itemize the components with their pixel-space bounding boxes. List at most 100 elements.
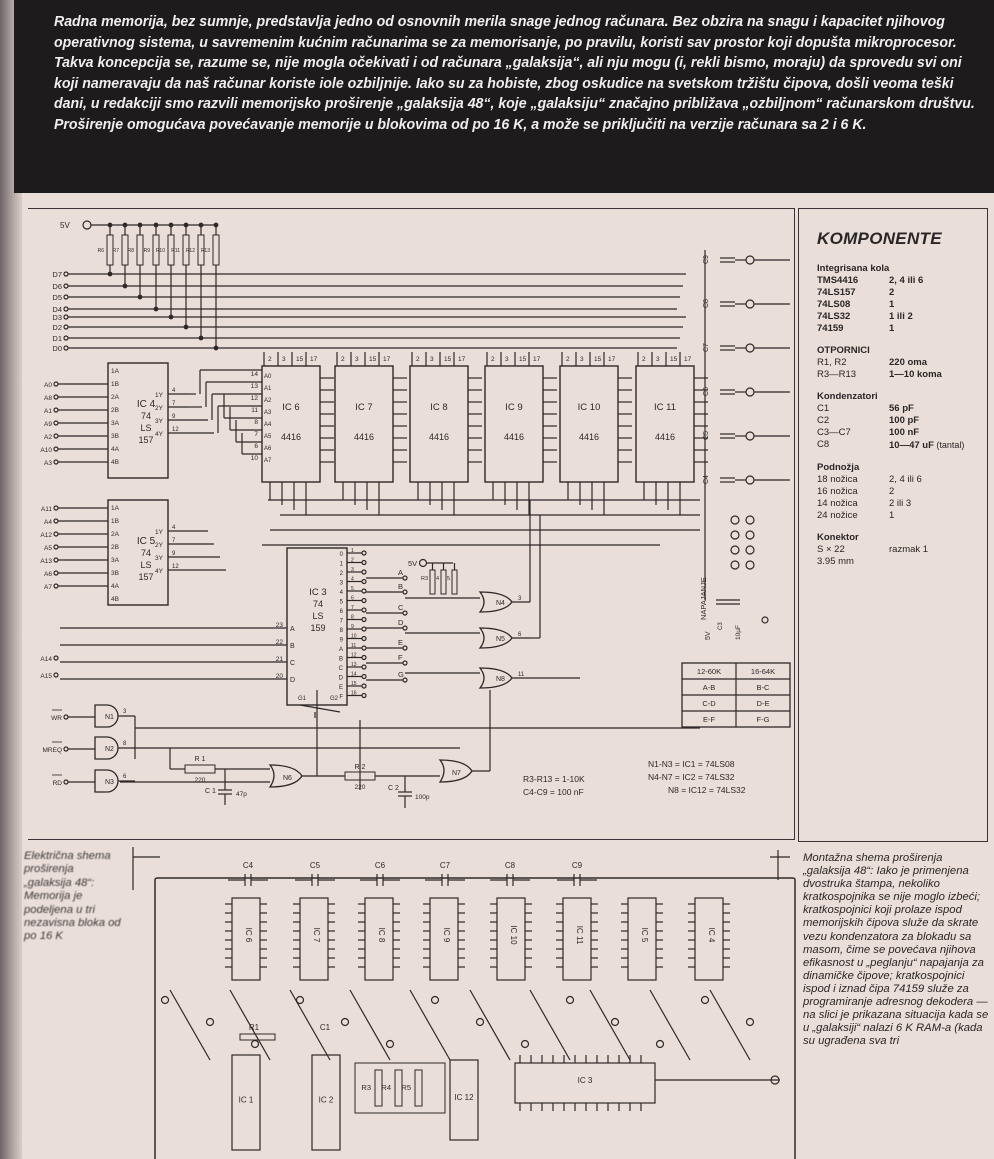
gate-label: N5	[496, 636, 505, 643]
pcb-pad	[770, 1075, 780, 1085]
mux-input-pin: 2A	[111, 531, 120, 538]
connector-pin	[730, 530, 740, 540]
decoder-pin-number: 7	[351, 605, 354, 611]
ram-chip-type: 4416	[429, 432, 449, 442]
decoder-pin-number: 12	[351, 653, 357, 659]
junction	[153, 222, 159, 228]
pcb-chip-ic8	[364, 897, 394, 981]
ram-pin-number: 15	[369, 356, 377, 363]
intro-text: Radna memorija, bez sumnje, predstavlja …	[54, 13, 975, 133]
component-name: 16 nožica	[817, 486, 858, 497]
capacitor-label: C5	[703, 431, 710, 440]
jumper-table-cell: D-E	[757, 699, 770, 708]
terminal	[53, 570, 59, 576]
ram-chip-name: IC 6	[282, 402, 299, 413]
pullup-label: R3	[421, 576, 428, 582]
ram-chip-name: IC 8	[430, 402, 447, 413]
terminal	[361, 550, 367, 556]
mux-pin-number: 7	[172, 401, 176, 407]
jumper-label: G	[398, 670, 404, 679]
ram-chip-ic10	[559, 365, 619, 483]
mux-output-pin: 4Y	[155, 431, 164, 438]
component-qty: 1 ili 2	[889, 311, 913, 322]
resistor-label: R10	[156, 248, 165, 254]
mux-output-pin: 4Y	[155, 568, 164, 575]
gate-label: N2	[105, 746, 114, 753]
terminal	[361, 578, 367, 585]
terminal	[361, 683, 367, 689]
ram-pin-number: 17	[533, 356, 541, 363]
address-line-label: A4	[44, 519, 52, 526]
mux-pin-number: 4	[172, 525, 176, 531]
pcb-chip-label: IC 8	[377, 928, 386, 943]
resistor-value: 220	[195, 777, 206, 784]
ram-pin-number: 2	[268, 356, 272, 363]
capacitor-value: 47p	[236, 791, 247, 798]
pcb-capacitor-label: C4	[243, 861, 254, 870]
component-qty: 100 pF	[889, 415, 920, 426]
gate-pin-number: 8	[123, 741, 127, 747]
connector-pin	[745, 299, 755, 309]
address-line-label: A5	[44, 545, 52, 552]
ram-chip-name: IC 10	[578, 402, 601, 413]
mux-pin-number: 9	[172, 414, 176, 420]
component-qty: razmak 1	[889, 544, 929, 555]
or-gate-n6	[268, 764, 303, 788]
schematic-note: N8 = IC12 = 74LS32	[668, 785, 746, 795]
terminal	[63, 314, 69, 320]
pcb-chip-ic9	[429, 897, 459, 981]
component-qty: 100 nF	[889, 427, 920, 438]
pcb-resistor-label: R1	[249, 1023, 260, 1032]
terminal	[53, 583, 59, 589]
decoder-input-pin: B	[290, 643, 295, 650]
pcb-trace	[289, 989, 331, 1061]
resistor-label: R 1	[195, 756, 206, 763]
terminal	[361, 692, 367, 699]
or-gate-n7	[438, 759, 473, 783]
schematic-note: N4-N7 = IC2 = 74LS32	[648, 772, 735, 782]
resistor-R8	[136, 234, 144, 266]
pcb-capacitor-label: C1	[320, 1023, 331, 1032]
decoder-output-pin: 0	[340, 552, 344, 558]
mux-input-pin: 2A	[111, 394, 120, 401]
terminal	[53, 420, 59, 426]
ram-pin-number: 14	[251, 371, 259, 378]
pcb-resistor	[239, 1033, 276, 1041]
terminal	[63, 746, 69, 752]
schematic-note: C4-C9 = 100 nF	[523, 787, 584, 797]
terminal	[361, 664, 367, 670]
pcb-chip-ic2	[311, 1054, 341, 1151]
mux-output-pin: 2Y	[155, 405, 164, 412]
component-qty: 2, 4 ili 6	[889, 275, 924, 286]
connector-pin	[730, 545, 740, 555]
component-name: 74LS157	[817, 287, 856, 298]
ram-chip-ic6	[261, 365, 321, 483]
terminal	[402, 589, 408, 595]
connector-pin	[745, 343, 755, 353]
pcb-chip-ic12	[449, 1059, 479, 1141]
terminal	[53, 446, 59, 452]
gate-pin-number: 6	[123, 774, 127, 780]
pcb-trace	[409, 989, 451, 1061]
pcb-chip-label: IC 5	[640, 928, 649, 943]
component-qty: 1	[889, 323, 895, 334]
terminal	[402, 677, 408, 683]
connector-pin	[745, 530, 755, 540]
jumper-table-cell: F-G	[757, 715, 770, 724]
ram-chip-name: IC 11	[654, 402, 676, 413]
mux-input-pin: 3A	[111, 557, 120, 564]
pcb-pad	[610, 1017, 620, 1027]
connector-pin	[745, 475, 755, 485]
control-signal-label: MREQ	[43, 747, 63, 754]
component-name: C1	[817, 403, 830, 414]
terminal	[53, 433, 59, 439]
ground-terminal	[761, 616, 769, 624]
component-name: 24 nožice	[817, 510, 858, 521]
data-line-label: D1	[52, 334, 62, 343]
mux-output-pin: 2Y	[155, 542, 164, 549]
